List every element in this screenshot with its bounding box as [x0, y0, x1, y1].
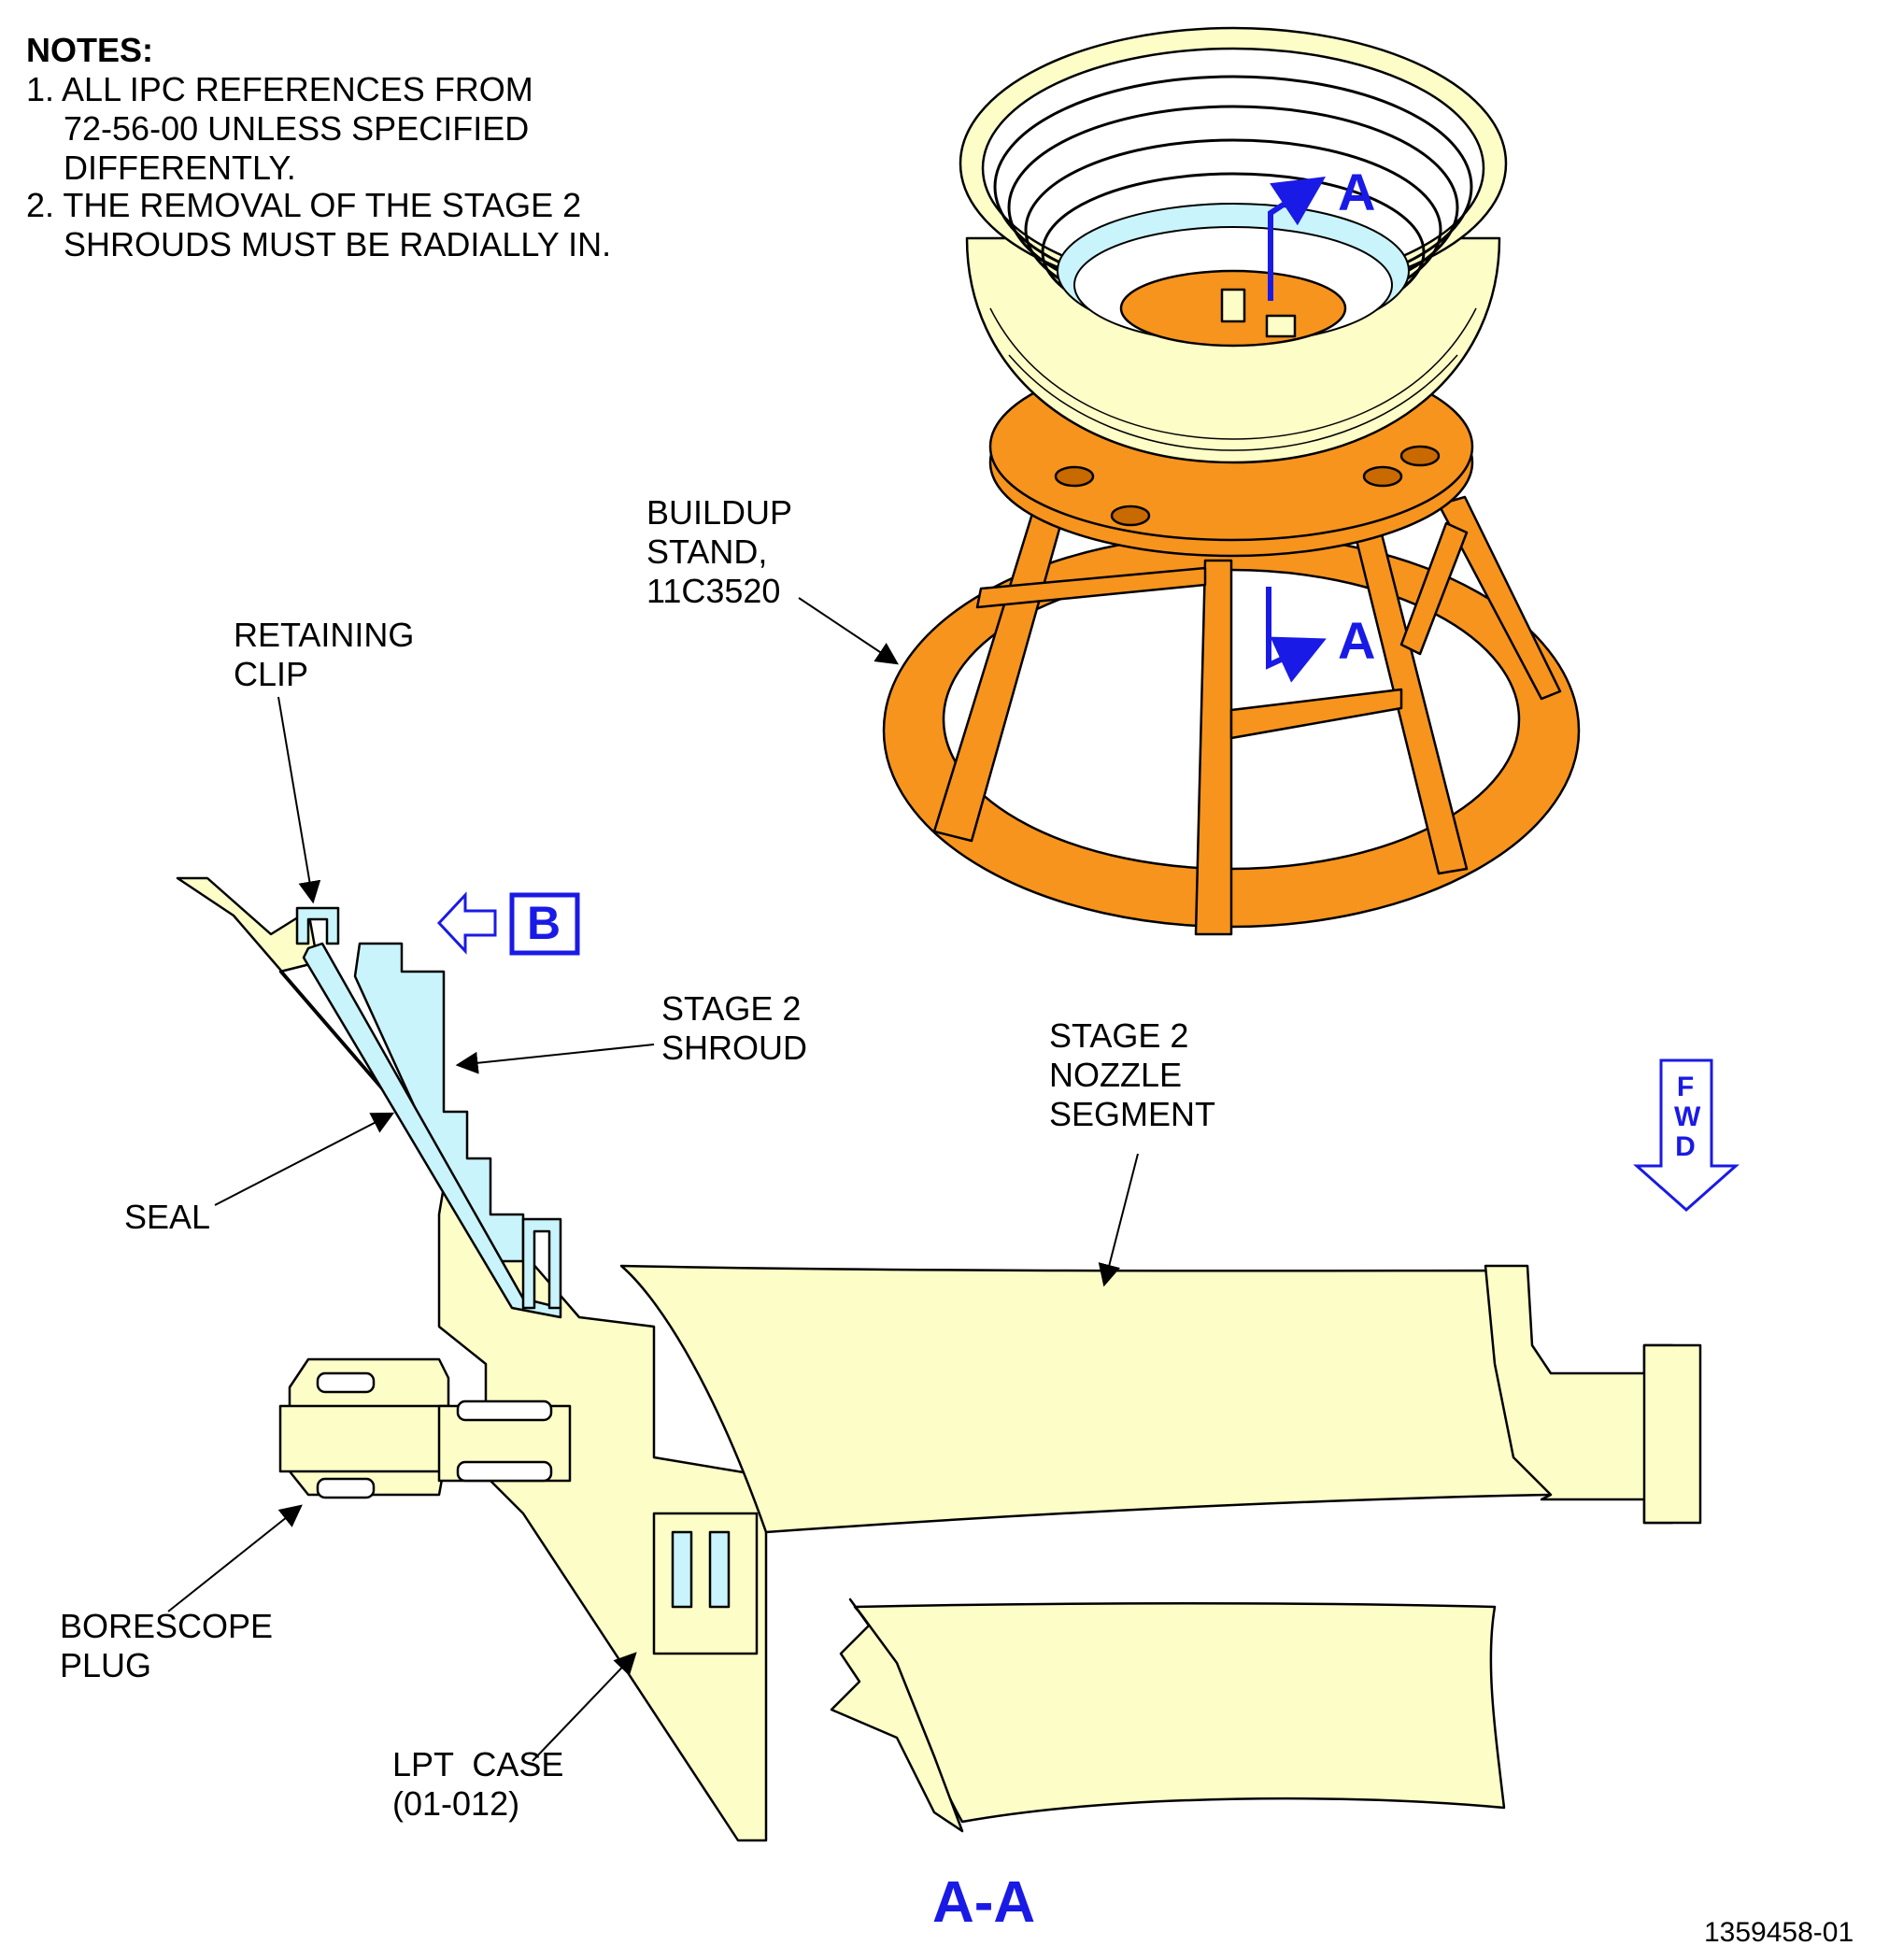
view-b-arrow [436, 891, 580, 956]
label-borescope-plug: BORESCOPE PLUG [60, 1607, 274, 1684]
label-retaining-clip: RETAINING CLIP [234, 616, 415, 693]
label-lpt-case: LPT CASE (01-012) [392, 1745, 564, 1823]
seal [302, 942, 562, 1319]
view-marker-b: B [527, 897, 561, 949]
section-title-a-a: A-A [932, 1870, 1036, 1935]
section-cut-line [1266, 177, 1327, 683]
borescope-plug [278, 1357, 572, 1499]
fwd-arrow [1633, 1058, 1740, 1213]
lpt-case-assembly [959, 26, 1508, 464]
leader-buildup-stand [798, 597, 899, 665]
figure-id: 1359458-01 [1704, 1917, 1854, 1948]
fwd-label: FWD [1674, 1072, 1701, 1162]
stage2-nozzle-segment [619, 1264, 1553, 1534]
stage3-blade [853, 1602, 1506, 1824]
section-marker-a-top: A [1338, 163, 1376, 221]
label-seal: SEAL [124, 1198, 211, 1236]
section-marker-a-bottom: A [1338, 611, 1376, 670]
note-item-2: 2. THE REMOVAL OF THE STAGE 2 SHROUDS MU… [26, 186, 612, 263]
label-buildup-stand: BUILDUP STAND, 11C3520 [646, 493, 793, 610]
retaining-clip [295, 906, 340, 945]
label-stage2-shroud: STAGE 2 SHROUD [661, 989, 808, 1067]
leaders [167, 696, 1139, 1762]
label-stage2-nozzle-segment: STAGE 2 NOZZLE SEGMENT [1049, 1016, 1216, 1133]
notes-title: NOTES: [26, 31, 154, 69]
note-item-1: 1. ALL IPC REFERENCES FROM 72-56-00 UNLE… [26, 70, 533, 187]
section-view-a-a [176, 876, 1702, 1842]
